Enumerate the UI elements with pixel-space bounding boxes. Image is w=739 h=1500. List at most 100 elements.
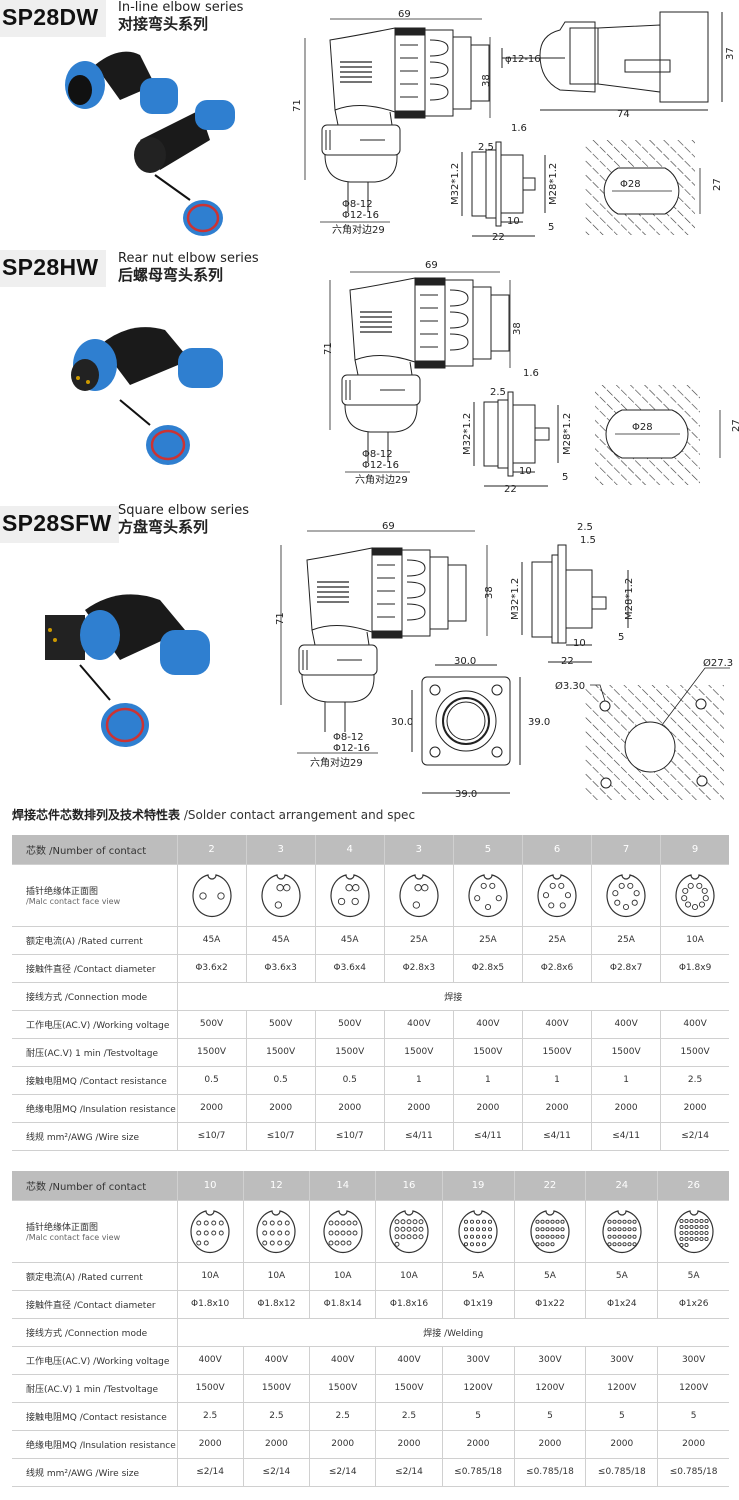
contact-pin — [632, 1226, 637, 1231]
table-row: 线规 mm²/AWG /Wire size≤2/14≤2/14≤2/14≤2/1… — [12, 1458, 729, 1487]
dim-cable-1: Φ8-12 — [342, 199, 373, 210]
contact-face-diagram — [675, 873, 715, 917]
row-value: 400V — [521, 1010, 592, 1039]
table-row: 线规 mm²/AWG /Wire size≤10/7≤10/7≤10/7≤4/1… — [12, 1122, 729, 1151]
contact-pin — [699, 1218, 704, 1223]
contact-count: 22 — [513, 1171, 586, 1201]
contact-pin — [540, 1234, 545, 1239]
panel-side-view — [521, 544, 629, 663]
contact-pin — [277, 1240, 283, 1245]
row-value: 1500V — [383, 1038, 454, 1067]
contact-pin — [612, 1234, 617, 1239]
row-value: Φ2.8x6 — [521, 954, 592, 983]
dimension-lines — [280, 530, 488, 754]
contact-pin — [482, 1234, 487, 1239]
dimension-lines — [329, 271, 511, 473]
contact-face-diagram — [330, 873, 370, 917]
contact-pin — [632, 1234, 637, 1239]
inline-side-view — [501, 11, 723, 111]
contact-pin — [698, 900, 706, 908]
contact-pin — [548, 901, 555, 908]
row-value: 1500V — [591, 1038, 661, 1067]
contact-pin — [420, 883, 429, 891]
contact-pin — [622, 1226, 627, 1231]
contact-count: 19 — [441, 1171, 514, 1201]
contact-pin — [328, 1220, 334, 1225]
dim-22: 22 — [492, 232, 505, 243]
face-view-row: 插针绝缘体正面图/Malc contact face view — [12, 1200, 729, 1263]
contact-pin — [679, 1230, 684, 1235]
contact-pin — [418, 1233, 424, 1239]
contact-pin — [464, 1241, 469, 1246]
contact-pin — [340, 1240, 346, 1245]
contact-pin — [346, 1240, 352, 1245]
header-label: 芯数 /Number of contact — [12, 835, 177, 865]
dim-width: 69 — [425, 260, 438, 271]
row-label: 绝缘电阻MQ /Insulation resistance — [12, 1094, 177, 1123]
row-value: Φ1.8x10 — [176, 1290, 244, 1319]
contact-face-diagram — [458, 1209, 498, 1253]
contact-pin — [198, 891, 207, 900]
contact-pin — [702, 894, 709, 901]
row-value: 400V — [242, 1346, 310, 1375]
dim-width: 69 — [398, 9, 411, 20]
contact-pin — [545, 1219, 550, 1224]
row-value: 2.5 — [309, 1402, 376, 1431]
spec-title: 焊接芯件芯数排列及技术特性表 /Solder contact arrangeme… — [12, 806, 415, 823]
header-label: 芯数 /Number of contact — [12, 1171, 177, 1201]
row-value: 10A — [375, 1262, 443, 1291]
row-value: ≤2/14 — [176, 1458, 244, 1487]
row-value: ≤2/14 — [242, 1458, 310, 1487]
contact-pin — [464, 1226, 469, 1231]
contact-pin — [351, 897, 359, 905]
product-photo-and-drawings: 69 71 38 Φ8-12 Φ12-16 六角对边29 1.6 2.5 M32… — [71, 260, 739, 495]
row-value: 2.5 — [660, 1066, 729, 1095]
row-value: 400V — [383, 1010, 454, 1039]
contact-pin — [622, 1241, 627, 1246]
contact-pin — [334, 1240, 340, 1245]
face-label-en: /Malc contact face view — [26, 897, 121, 906]
insulator-outline — [190, 1209, 230, 1253]
row-value: 1200V — [513, 1374, 586, 1403]
panel-side-view — [461, 141, 546, 237]
contact-pin — [400, 1233, 406, 1239]
contact-pin — [689, 1236, 694, 1241]
contact-face-diagram — [674, 1209, 714, 1253]
row-value: 2.5 — [242, 1402, 310, 1431]
row-value: Φ2.8x3 — [383, 954, 454, 983]
contact-pin — [694, 1224, 699, 1229]
dim-outer-height: 39.0 — [528, 717, 550, 728]
contact-face-diagram — [399, 873, 439, 917]
contact-pin — [540, 1219, 545, 1224]
contact-pin — [535, 1241, 540, 1246]
row-label: 线规 mm²/AWG /Wire size — [12, 1458, 177, 1487]
dim-cable-1: Φ8-12 — [333, 732, 364, 743]
row-value: ≤10/7 — [176, 1122, 247, 1151]
contact-pin — [412, 1226, 418, 1232]
row-value: ≤0.785/18 — [513, 1458, 586, 1487]
contact-pin — [406, 1233, 412, 1239]
contact-pin — [400, 1218, 406, 1224]
contact-face-diagram — [606, 873, 646, 917]
row-value: Φ1.8x9 — [660, 954, 729, 983]
dimension-lines — [304, 18, 491, 223]
contact-pin — [540, 1226, 545, 1231]
row-value: 1200V — [657, 1374, 729, 1403]
contact-pin — [282, 883, 291, 891]
contact-pin — [559, 901, 566, 908]
row-value: Φ1x19 — [441, 1290, 514, 1319]
contact-pin — [394, 1226, 400, 1232]
face-label-cn: 插针绝缘体正面图 — [26, 887, 99, 897]
contact-pin — [203, 1240, 209, 1245]
row-value: 1500V — [660, 1038, 729, 1067]
row-value: 300V — [585, 1346, 658, 1375]
dim-flange-width: 30.0 — [454, 656, 476, 667]
dim-cable-inline: φ12-16 — [505, 54, 541, 65]
row-value: Φ1x24 — [585, 1290, 658, 1319]
row-value: 400V — [452, 1010, 523, 1039]
